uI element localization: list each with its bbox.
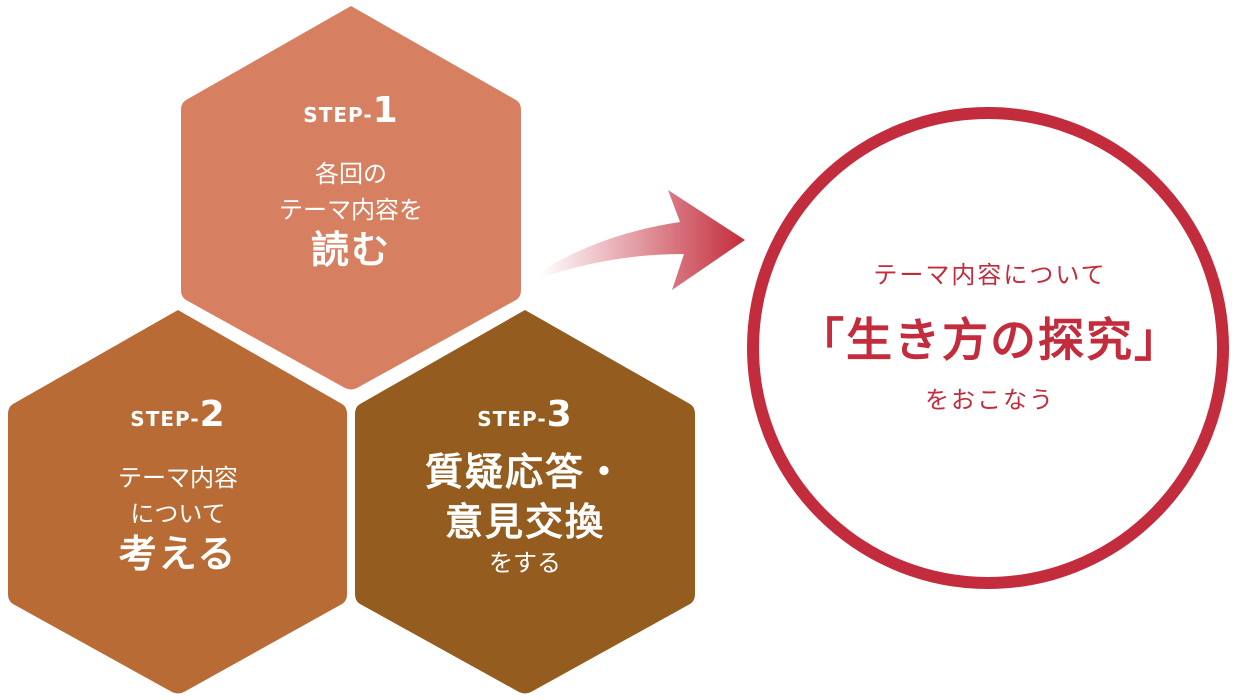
step1-hexagon xyxy=(181,6,521,390)
step1-text-block: STEP-1 各回の テーマ内容を 読む xyxy=(181,88,521,275)
step1-action: 読む xyxy=(310,228,391,272)
step3-sub: をする xyxy=(489,549,561,577)
step2-label: STEP-2 xyxy=(130,394,226,435)
step1-label: STEP-1 xyxy=(303,90,399,131)
result-top-text: テーマ内容について xyxy=(873,261,1107,289)
result-main-text: 「生き方の探究」 xyxy=(798,313,1182,367)
step3-action-line2: 意見交換 xyxy=(444,499,605,544)
step3-text-block: STEP-3 質疑応答・ 意見交換 をする xyxy=(355,392,695,578)
step3-label: STEP-3 xyxy=(477,394,573,435)
step1-line1: 各回の xyxy=(315,160,387,188)
step2-line2: について xyxy=(130,500,226,528)
step2-line1: テーマ内容 xyxy=(118,464,238,492)
result-circle xyxy=(747,107,1229,589)
step1-line2: テーマ内容を xyxy=(279,196,423,224)
result-text-block: テーマ内容について 「生き方の探究」 をおこなう xyxy=(760,255,1220,415)
step3-action-line1: 質疑応答・ xyxy=(424,450,625,494)
step3-hexagon xyxy=(355,310,695,694)
step2-text-block: STEP-2 テーマ内容 について 考える xyxy=(8,392,348,579)
result-bottom-text: をおこなう xyxy=(925,386,1055,414)
step2-action: 考える xyxy=(118,532,238,576)
step2-hexagon xyxy=(8,310,347,694)
flow-arrow-icon xyxy=(540,190,745,290)
